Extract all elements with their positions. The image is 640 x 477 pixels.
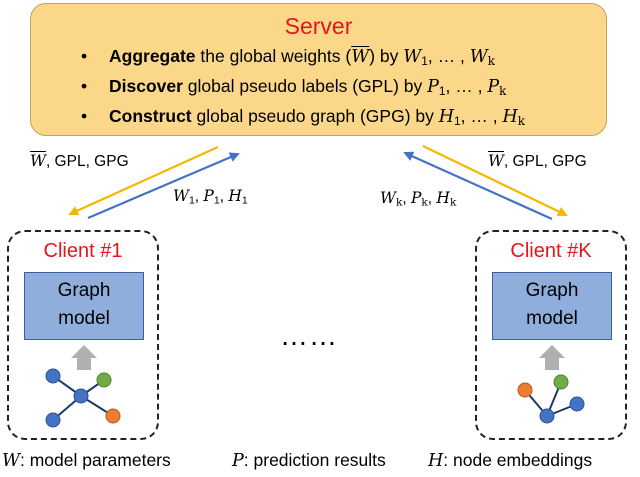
legend-w: W: model parameters (2, 450, 171, 471)
arrow-down-left (68, 145, 219, 216)
server-title: Server (284, 13, 353, 39)
client-k-graph-model: Graph model (492, 272, 612, 340)
bullet-aggregate: •Aggregate the global weights (W) by W1,… (81, 46, 495, 68)
bullet-discover: •Discover global pseudo labels (GPL) by … (81, 76, 507, 98)
arrow-up-right (403, 151, 553, 221)
client-1-graph-model: Graph model (24, 272, 144, 340)
arrow-down-right (422, 145, 568, 217)
client-1-box: Client #1 Graph model (7, 230, 159, 440)
up-arrow-icon (71, 345, 97, 370)
up-arrow-icon (539, 345, 565, 370)
client-k-graph-icon (517, 345, 585, 424)
client-1-title: Client #1 (43, 240, 123, 262)
label-down-right: W, GPL, GPG (488, 152, 587, 170)
label-up-right: Wk, Pk, Hk (380, 189, 457, 209)
bullet-construct: •Construct global pseudo graph (GPG) by … (81, 106, 525, 128)
label-up-left: W1, P1, H1 (173, 187, 248, 207)
label-down-left: W, GPL, GPG (30, 152, 129, 170)
client-k-title: Client #K (510, 240, 592, 262)
legend-h: H: node embeddings (428, 450, 593, 471)
ellipsis-between-clients: …… (280, 320, 338, 351)
server-box: Server •Aggregate the global weights (W)… (30, 3, 607, 136)
client-1-graph-icon (45, 345, 121, 428)
arrow-up-left (87, 152, 240, 220)
legend-p: P: prediction results (232, 450, 386, 471)
client-k-box: Client #K Graph model (475, 230, 627, 440)
